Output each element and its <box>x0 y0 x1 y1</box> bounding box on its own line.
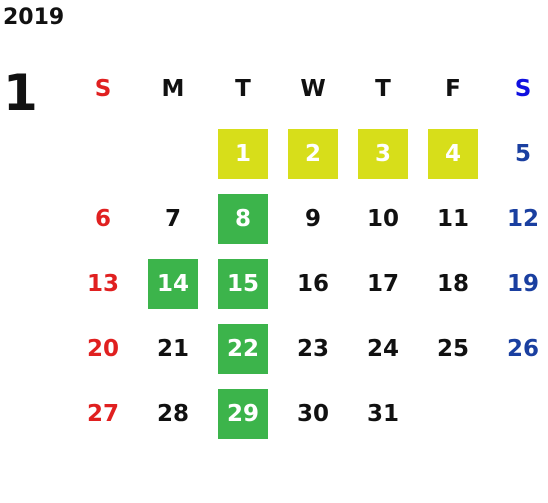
day-number: 10 <box>366 205 399 232</box>
day-number: 25 <box>436 335 469 362</box>
empty-cell <box>488 381 548 446</box>
day-number <box>428 389 478 439</box>
day-cell[interactable]: 26 <box>488 316 548 381</box>
day-cell[interactable]: 14 <box>138 251 208 316</box>
empty-cell <box>138 121 208 186</box>
day-number: 29 <box>218 388 268 439</box>
day-cell[interactable]: 8 <box>208 186 278 251</box>
day-number: 9 <box>304 205 321 232</box>
day-cell[interactable]: 10 <box>348 186 418 251</box>
year-label: 2019 <box>3 5 65 30</box>
month-number: 1 <box>3 64 38 122</box>
day-cell[interactable]: 25 <box>418 316 488 381</box>
day-number: 17 <box>366 270 399 297</box>
day-cell[interactable]: 12 <box>488 186 548 251</box>
day-number: 8 <box>218 193 268 244</box>
day-number: 3 <box>358 128 408 179</box>
day-cell[interactable]: 28 <box>138 381 208 446</box>
day-cell[interactable]: 3 <box>348 121 418 186</box>
day-cell[interactable]: 20 <box>68 316 138 381</box>
day-number: 28 <box>156 400 189 427</box>
day-number: 23 <box>296 335 329 362</box>
day-cell[interactable]: 29 <box>208 381 278 446</box>
day-cell[interactable]: 1 <box>208 121 278 186</box>
day-number: 30 <box>296 400 329 427</box>
day-number: 2 <box>288 128 338 179</box>
day-number: 16 <box>296 270 329 297</box>
weekday-header: T <box>235 75 251 102</box>
empty-cell <box>418 381 488 446</box>
day-number: 31 <box>366 400 399 427</box>
day-number: 18 <box>436 270 469 297</box>
day-number: 7 <box>164 205 181 232</box>
day-cell[interactable]: 19 <box>488 251 548 316</box>
day-number <box>498 389 548 439</box>
day-number: 13 <box>86 270 119 297</box>
empty-cell <box>68 121 138 186</box>
day-number: 20 <box>86 335 119 362</box>
day-cell[interactable]: 17 <box>348 251 418 316</box>
day-number: 11 <box>436 205 469 232</box>
day-cell[interactable]: 18 <box>418 251 488 316</box>
day-number <box>148 129 198 179</box>
day-cell[interactable]: 30 <box>278 381 348 446</box>
day-cell[interactable]: 22 <box>208 316 278 381</box>
day-cell[interactable]: 15 <box>208 251 278 316</box>
day-cell[interactable]: 21 <box>138 316 208 381</box>
day-number: 24 <box>366 335 399 362</box>
day-number: 15 <box>218 258 268 309</box>
day-number: 4 <box>428 128 478 179</box>
day-cell[interactable]: 24 <box>348 316 418 381</box>
day-number: 21 <box>156 335 189 362</box>
day-cell[interactable]: 9 <box>278 186 348 251</box>
day-number: 5 <box>514 140 531 167</box>
day-number: 26 <box>506 335 539 362</box>
weekday-header: T <box>375 75 391 102</box>
day-cell[interactable]: 13 <box>68 251 138 316</box>
day-cell[interactable]: 7 <box>138 186 208 251</box>
day-cell[interactable]: 2 <box>278 121 348 186</box>
day-number: 12 <box>506 205 539 232</box>
day-cell[interactable]: 4 <box>418 121 488 186</box>
day-cell[interactable]: 23 <box>278 316 348 381</box>
day-cell[interactable]: 11 <box>418 186 488 251</box>
day-cell[interactable]: 27 <box>68 381 138 446</box>
day-number: 22 <box>218 323 268 374</box>
day-number: 1 <box>218 128 268 179</box>
day-number <box>78 129 128 179</box>
day-number: 6 <box>94 205 111 232</box>
weekday-header: S <box>514 75 532 102</box>
day-cell[interactable]: 16 <box>278 251 348 316</box>
day-number: 19 <box>506 270 539 297</box>
day-number: 14 <box>148 258 198 309</box>
weekday-header: F <box>445 75 461 102</box>
day-cell[interactable]: 31 <box>348 381 418 446</box>
weekday-header: M <box>161 75 185 102</box>
weekday-header: S <box>94 75 112 102</box>
day-cell[interactable]: 5 <box>488 121 548 186</box>
weekday-header: W <box>300 75 326 102</box>
day-cell[interactable]: 6 <box>68 186 138 251</box>
day-number: 27 <box>86 400 119 427</box>
